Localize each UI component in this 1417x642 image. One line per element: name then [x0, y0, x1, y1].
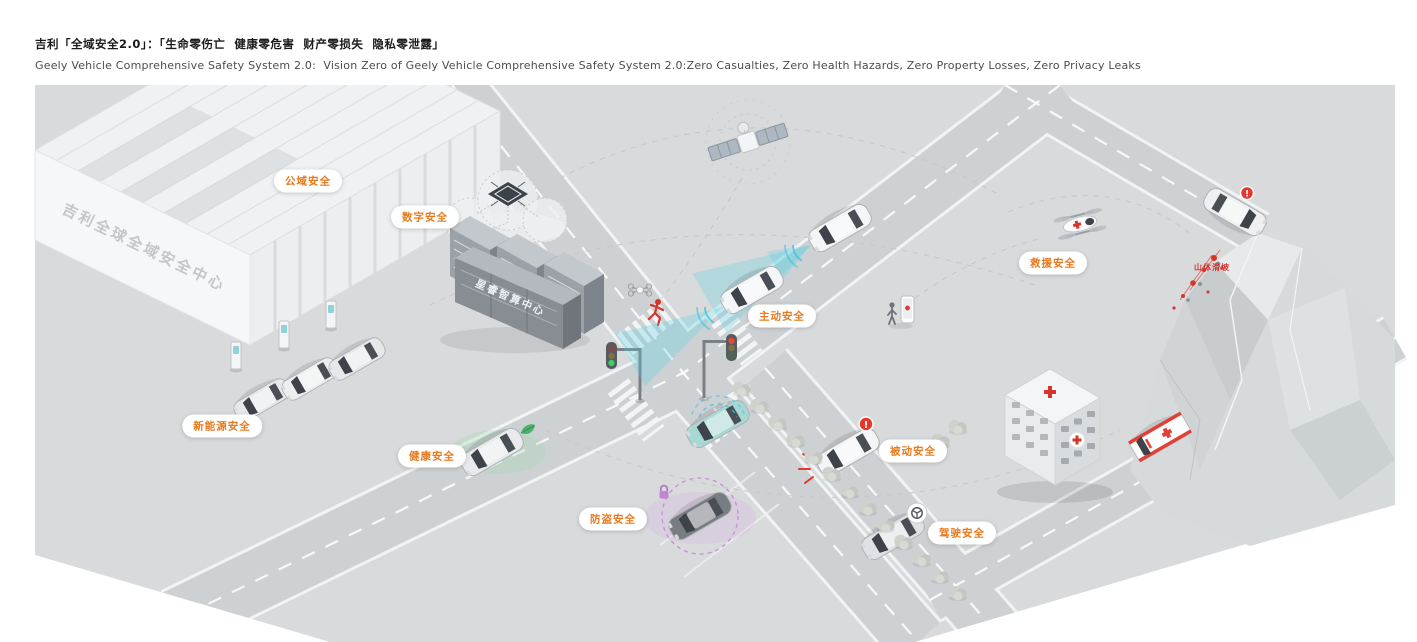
- title-en: Geely Vehicle Comprehensive Safety Syste…: [35, 59, 1141, 72]
- driver-monitor-icon: [906, 502, 928, 524]
- red-cross-icon: [1069, 432, 1085, 448]
- compute-center: 星睿智算中心: [440, 169, 604, 353]
- danger-alert-badge: !: [1239, 185, 1255, 201]
- hospital-windows: [1012, 402, 1048, 456]
- charging-pile: [277, 320, 291, 352]
- header: 吉利「全域安全2.0」：「生命零伤亡 健康零危害 财产零损失 隐私零泄露」 Ge…: [35, 36, 1141, 72]
- pedestrian-phone: [887, 295, 915, 329]
- anti-theft-scene: [644, 477, 756, 555]
- factory-front-face: [34, 149, 251, 346]
- landslide-scene: ! 山体滑坡: [1172, 184, 1271, 310]
- solar-panel: [78, 106, 212, 182]
- crosswalk: [607, 378, 665, 442]
- landslide-annotation: 山体滑坡: [1194, 262, 1230, 272]
- charging-pile: [324, 300, 338, 332]
- mountain-cliff: [1130, 232, 1395, 546]
- satellite: [705, 99, 791, 185]
- ground-edge: [35, 555, 330, 642]
- rescue-evtol: [1053, 208, 1107, 240]
- crosswalk: [705, 302, 763, 366]
- sensor-beam: [766, 245, 811, 280]
- leaf-icon: [520, 424, 535, 435]
- hospital-building: [997, 368, 1113, 503]
- compute-center-main-rack: 星睿智算中心: [455, 247, 581, 349]
- alert-glyph: !: [864, 420, 869, 431]
- traffic-light: [606, 342, 645, 404]
- charging-pile: [229, 341, 243, 373]
- solar-panel: [164, 148, 298, 224]
- drone-icon: [627, 283, 653, 297]
- person-icon: [887, 302, 897, 325]
- factory-building: 吉利全球全域安全中心: [33, 85, 502, 346]
- landslide-debris: [1172, 249, 1224, 310]
- health-safety-scene: [450, 420, 546, 480]
- sensor-beam: [615, 307, 723, 387]
- chip-icon: [488, 181, 528, 207]
- collision-alert-badge: !: [858, 416, 874, 432]
- title-zh: 吉利「全域安全2.0」：「生命零伤亡 健康零危害 财产零损失 隐私零泄露」: [35, 37, 445, 51]
- solar-panel: [121, 127, 255, 203]
- alert-glyph: !: [1245, 190, 1249, 200]
- pedestrian-running: [647, 299, 665, 327]
- red-cross-icon: [1044, 386, 1056, 398]
- lock-icon: [659, 484, 669, 499]
- active-safety-scene: [615, 196, 876, 452]
- driving-safety-scene: [855, 502, 929, 564]
